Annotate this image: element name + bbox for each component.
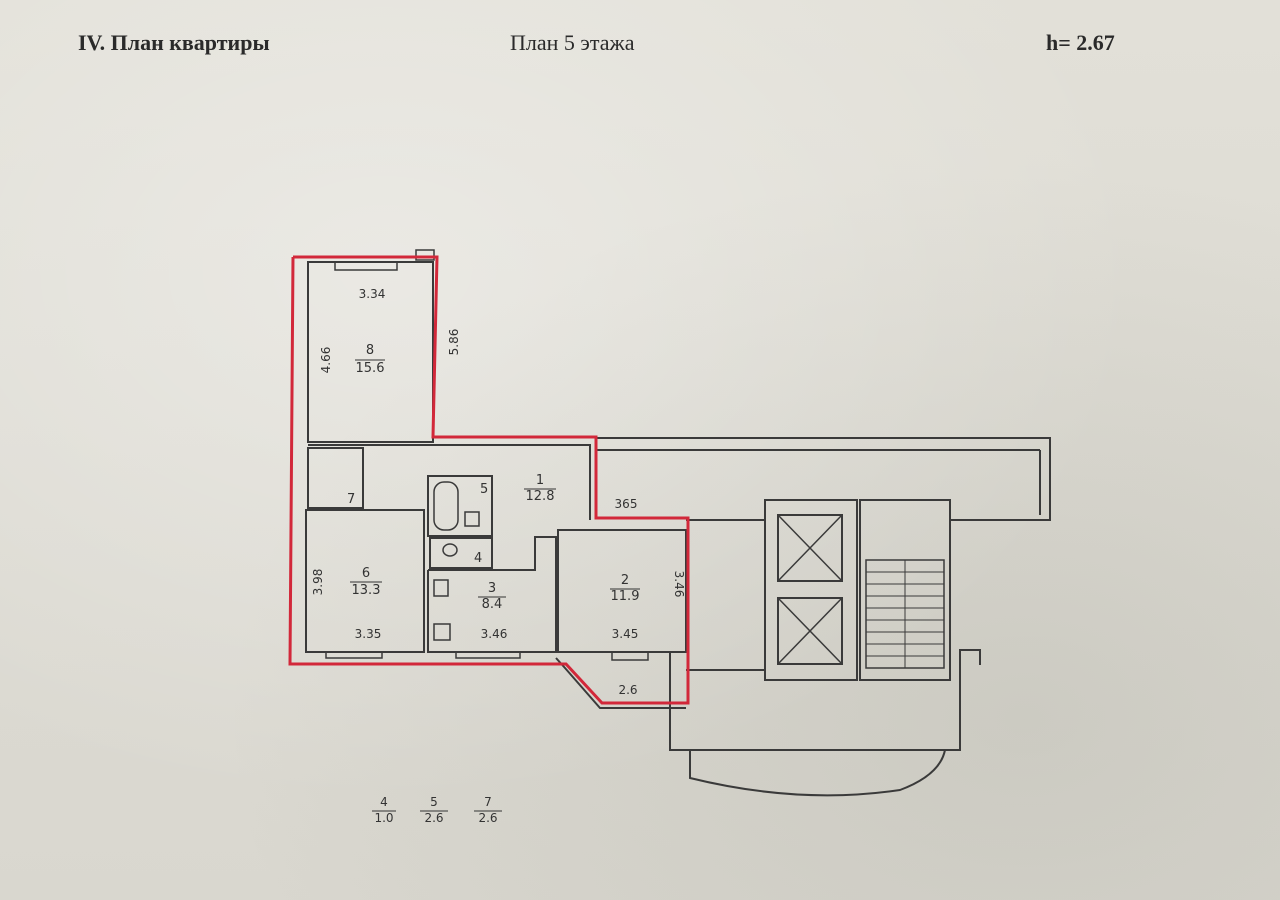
room-8-number: 8 <box>366 343 374 358</box>
room-8-area: 15.6 <box>356 361 385 376</box>
sink-icon <box>464 511 480 527</box>
window-room-6 <box>325 651 383 659</box>
room-5-number: 5 <box>480 482 488 497</box>
room-3-area: 8.4 <box>482 597 503 612</box>
room-4-number: 4 <box>474 551 482 566</box>
hall-wall <box>308 444 591 520</box>
dim-balcony: 2.6 <box>618 683 637 697</box>
stairwell <box>859 499 951 681</box>
room-2-number: 2 <box>621 573 629 588</box>
floor-title: План 5 этажа <box>510 30 635 55</box>
building-corridor <box>596 437 1051 521</box>
window-kitchen <box>455 651 521 659</box>
dim-room3-width: 3.46 <box>481 627 508 641</box>
vent-block <box>415 249 435 261</box>
walls <box>305 249 1051 797</box>
room-7-walls <box>307 447 364 509</box>
toilet-icon <box>442 543 458 557</box>
loggia-walls <box>689 749 946 797</box>
dim-wing-depth: 5.86 <box>447 329 461 356</box>
kitchen-3-walls <box>427 536 557 653</box>
dim-room2-width: 3.45 <box>612 627 639 641</box>
room-1-number: 1 <box>536 473 544 488</box>
dim-room2-height: 3.46 <box>672 571 686 598</box>
legend-number: 7 <box>484 795 492 809</box>
elevator-1 <box>777 514 843 582</box>
page-title: IV. План квартиры <box>78 30 270 55</box>
ceiling-height: h= 2.67 <box>1046 30 1115 55</box>
dim-room6-height: 3.98 <box>311 569 325 596</box>
wc-4-walls <box>429 537 493 569</box>
bath-5-walls <box>427 475 493 537</box>
apartment-outline <box>288 255 690 705</box>
legend-area: 1.0 <box>374 811 393 825</box>
legend-number: 4 <box>380 795 388 809</box>
lobby-walls <box>669 649 981 751</box>
dim-room8-width: 3.34 <box>359 287 386 301</box>
room-1-area: 12.8 <box>526 489 555 504</box>
room-3-number: 3 <box>488 581 496 596</box>
stove-icon <box>433 623 451 641</box>
legend-area: 2.6 <box>478 811 497 825</box>
legend: 4 1.0 5 2.6 7 2.6 <box>372 795 502 825</box>
legend-number: 5 <box>430 795 438 809</box>
elevator-2 <box>777 597 843 665</box>
room-6-area: 13.3 <box>352 583 381 598</box>
legend-area: 2.6 <box>424 811 443 825</box>
window-room-2 <box>611 651 649 661</box>
dim-corridor: 365 <box>615 497 638 511</box>
room-8-window <box>334 261 398 271</box>
dim-room8-height: 4.66 <box>319 347 333 374</box>
room-7-number: 7 <box>347 492 355 507</box>
kitchen-sink-icon <box>433 579 449 597</box>
room-2-area: 11.9 <box>611 589 640 604</box>
dim-room6-width: 3.35 <box>355 627 382 641</box>
elevator-shaft <box>764 499 858 681</box>
bathtub-icon <box>433 481 459 531</box>
room-6-number: 6 <box>362 566 370 581</box>
